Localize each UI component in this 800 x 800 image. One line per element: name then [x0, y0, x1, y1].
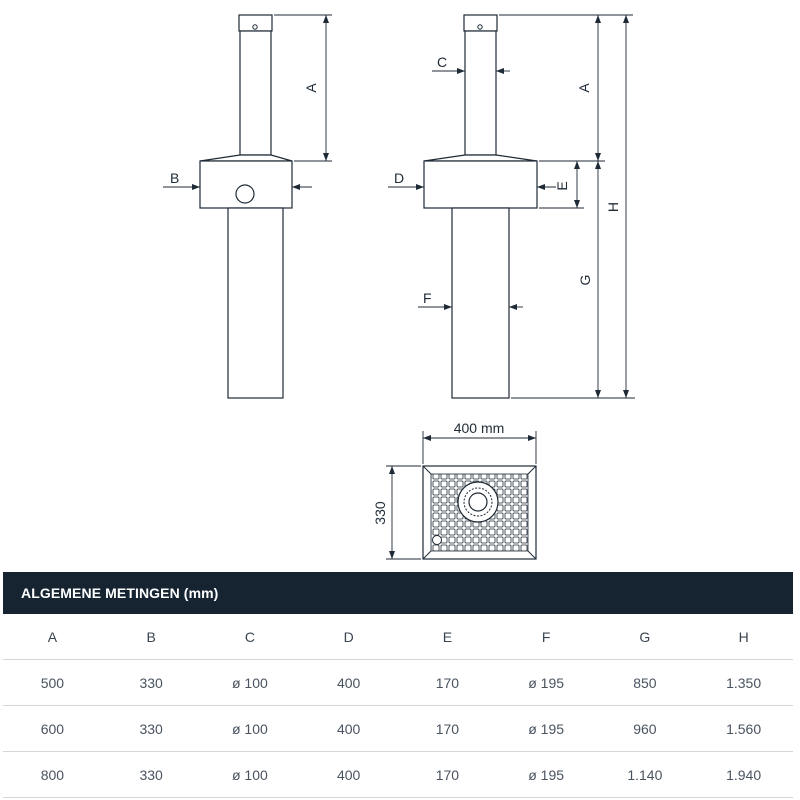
technical-drawing: A B C D F — [163, 14, 635, 560]
dimension-g: G — [511, 161, 635, 399]
column-header: F — [496, 614, 596, 660]
table-cell: 330 — [101, 751, 201, 798]
table-cell: ø 100 — [200, 705, 300, 752]
column-header: D — [299, 614, 398, 660]
dimension-width: 400 mm — [422, 420, 537, 464]
post-shaft — [239, 30, 272, 156]
post-top-cap — [238, 14, 273, 32]
post-cap-hole-right — [477, 24, 483, 30]
corner-line-br — [527, 550, 537, 560]
dimension-a-right: A — [499, 14, 605, 162]
table-cell: 330 — [101, 705, 201, 752]
table-title: ALGEMENE METINGEN (mm) — [3, 572, 793, 614]
label-a-left: A — [303, 83, 319, 93]
lock-opening — [432, 535, 442, 545]
front-view-right — [423, 14, 538, 399]
table-cell: 400 — [299, 705, 398, 752]
post-cap-hole — [252, 24, 258, 30]
label-h: H — [605, 202, 621, 212]
corner-line-tr — [527, 465, 537, 475]
dimension-e: E — [539, 161, 584, 209]
dimension-depth: 330 — [372, 465, 421, 560]
table-row: 500 330 ø 100 400 170 ø 195 850 1.350 — [3, 659, 793, 706]
label-d: D — [394, 170, 404, 186]
post-top-cap-right — [463, 14, 498, 32]
column-header: E — [398, 614, 497, 660]
column-header: C — [200, 614, 300, 660]
front-view-left — [199, 14, 293, 399]
table-cell: ø 100 — [200, 751, 300, 798]
table-cell: 600 — [3, 705, 102, 752]
table-cell: ø 100 — [200, 659, 300, 706]
label-e: E — [554, 181, 570, 190]
table-row: 600 330 ø 100 400 170 ø 195 960 1.560 — [3, 705, 793, 752]
corner-line-bl — [422, 550, 432, 560]
table-cell: 1.140 — [595, 751, 695, 798]
table-cell: 960 — [595, 705, 695, 752]
table-cell: ø 195 — [496, 659, 596, 706]
measurements-table: ALGEMENE METINGEN (mm) A B C D E F G H 5… — [3, 572, 793, 798]
dimension-a-left: A — [274, 14, 332, 162]
table-cell: 1.940 — [694, 751, 793, 798]
table-cell: 850 — [595, 659, 695, 706]
corner-line-tl — [422, 465, 432, 475]
post-collar — [199, 154, 293, 162]
post-collar-right — [423, 154, 538, 162]
table-cell: 330 — [101, 659, 201, 706]
label-width: 400 mm — [454, 420, 505, 436]
column-header: G — [595, 614, 695, 660]
dimension-b: B — [163, 170, 312, 190]
label-a-right: A — [576, 83, 592, 93]
measurements-grid: A B C D E F G H 500 330 ø 100 400 170 ø … — [3, 614, 793, 798]
table-cell: 400 — [299, 659, 398, 706]
dimension-d: D — [388, 170, 556, 190]
table-cell: 170 — [398, 705, 497, 752]
table-header-row: A B C D E F G H — [3, 614, 793, 660]
lock-circle — [235, 184, 255, 204]
table-cell: 1.560 — [694, 705, 793, 752]
table-cell: 170 — [398, 751, 497, 798]
post-shaft-right — [464, 30, 497, 156]
foundation-tube — [227, 207, 284, 399]
table-cell: 1.350 — [694, 659, 793, 706]
post-opening-inner — [468, 492, 488, 512]
dimension-f: F — [418, 290, 523, 310]
table-row: 800 330 ø 100 400 170 ø 195 1.140 1.940 — [3, 751, 793, 798]
column-header: B — [101, 614, 201, 660]
table-cell: 800 — [3, 751, 102, 798]
table-cell: 400 — [299, 751, 398, 798]
post-opening-ring — [463, 487, 493, 517]
dimension-h: H — [605, 14, 633, 398]
label-g: G — [577, 275, 593, 286]
label-b: B — [170, 170, 179, 186]
table-cell: 170 — [398, 659, 497, 706]
column-header: A — [3, 614, 102, 660]
head-block-right — [423, 160, 538, 209]
label-c: C — [437, 54, 447, 70]
table-cell: ø 195 — [496, 705, 596, 752]
top-view — [422, 465, 537, 560]
table-cell: ø 195 — [496, 751, 596, 798]
column-header: H — [694, 614, 793, 660]
label-f: F — [423, 290, 432, 306]
label-depth: 330 — [372, 501, 388, 525]
foundation-tube-right — [451, 207, 510, 399]
table-cell: 500 — [3, 659, 102, 706]
dimension-c: C — [432, 54, 510, 74]
